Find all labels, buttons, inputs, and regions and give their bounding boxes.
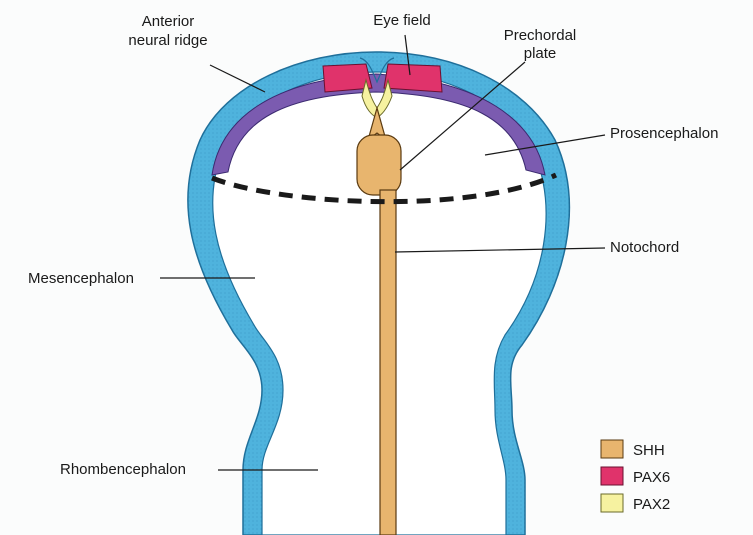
eye-field-region-right (384, 64, 442, 92)
prechordal-plate (357, 135, 401, 195)
label-eye-field: Eye field (373, 12, 431, 29)
legend-swatch-pax6 (601, 467, 623, 485)
legend-label-pax2: PAX2 (633, 496, 670, 513)
notochord (380, 190, 396, 535)
label-anterior-neural-ridge-line2: neural ridge (128, 32, 207, 49)
label-rhombencephalon: Rhombencephalon (60, 461, 186, 478)
legend-label-shh: SHH (633, 442, 665, 459)
legend: SHH PAX6 PAX2 (601, 440, 670, 513)
label-prosencephalon: Prosencephalon (610, 125, 718, 142)
label-mesencephalon: Mesencephalon (28, 270, 134, 287)
legend-label-pax6: PAX6 (633, 469, 670, 486)
legend-swatch-shh (601, 440, 623, 458)
label-prechordal-plate-line1: Prechordal (504, 27, 577, 44)
label-notochord: Notochord (610, 239, 679, 256)
label-prechordal-plate-line2: plate (524, 45, 557, 62)
legend-swatch-pax2 (601, 494, 623, 512)
label-anterior-neural-ridge-line1: Anterior (142, 13, 195, 30)
